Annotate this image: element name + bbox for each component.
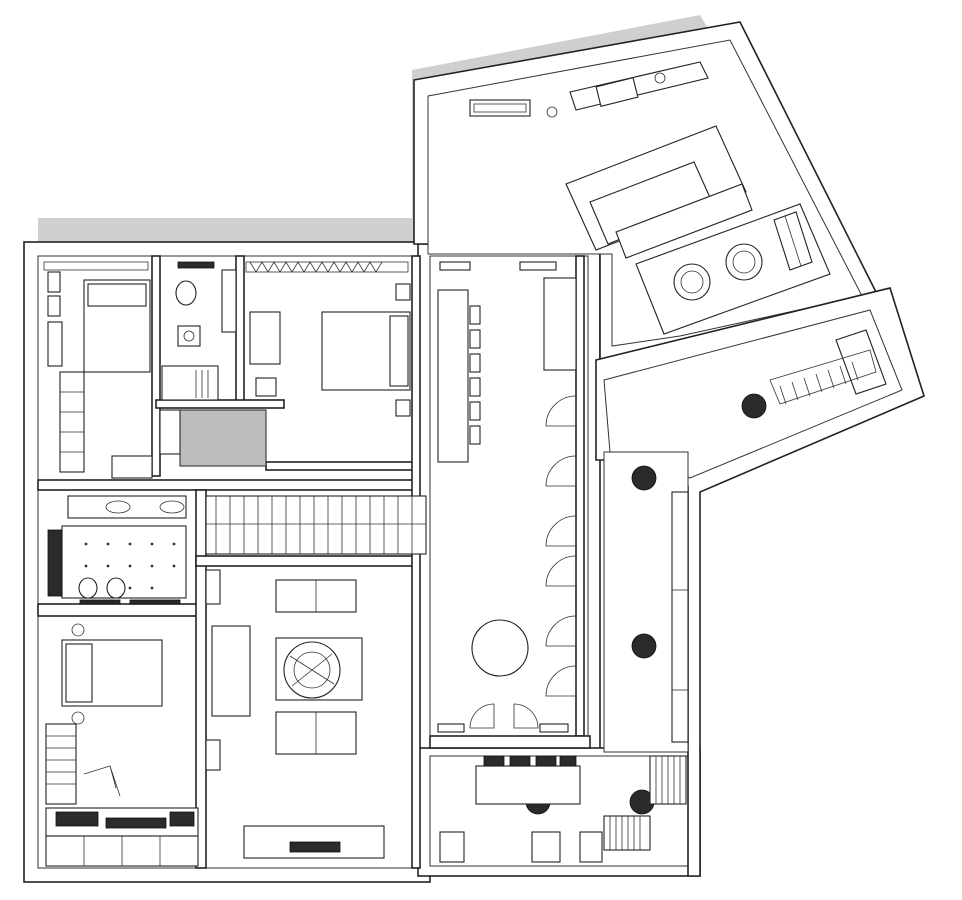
- wardrobe-2: [45, 723, 77, 805]
- lounge-chair: [835, 329, 887, 395]
- toilet-1: [175, 280, 197, 306]
- dining-table: [437, 289, 469, 463]
- bedroom-2: [45, 623, 199, 867]
- staircase: [205, 495, 427, 555]
- balcony-terrace: [439, 329, 887, 863]
- bench-bottom: [603, 815, 651, 851]
- interior-walls: [37, 255, 591, 869]
- toilet-2: [78, 577, 98, 599]
- study-living: [205, 569, 385, 859]
- bathtub-1: [161, 365, 219, 401]
- railing-right: [671, 491, 689, 743]
- kitchen: [469, 61, 831, 335]
- master-bedroom: [245, 261, 411, 417]
- dining-corridor: [437, 261, 577, 733]
- bookshelf: [59, 371, 85, 473]
- bathroom-2: [47, 495, 187, 605]
- desk: [249, 311, 281, 365]
- cabinet-corridor: [543, 277, 577, 371]
- wall-shelf: [469, 99, 531, 117]
- bidet: [106, 577, 126, 599]
- outdoor-table: [475, 765, 581, 805]
- bedroom-1: [43, 261, 153, 479]
- round-table: [471, 619, 529, 677]
- sideboard: [211, 625, 251, 717]
- bathroom-1: [159, 261, 267, 467]
